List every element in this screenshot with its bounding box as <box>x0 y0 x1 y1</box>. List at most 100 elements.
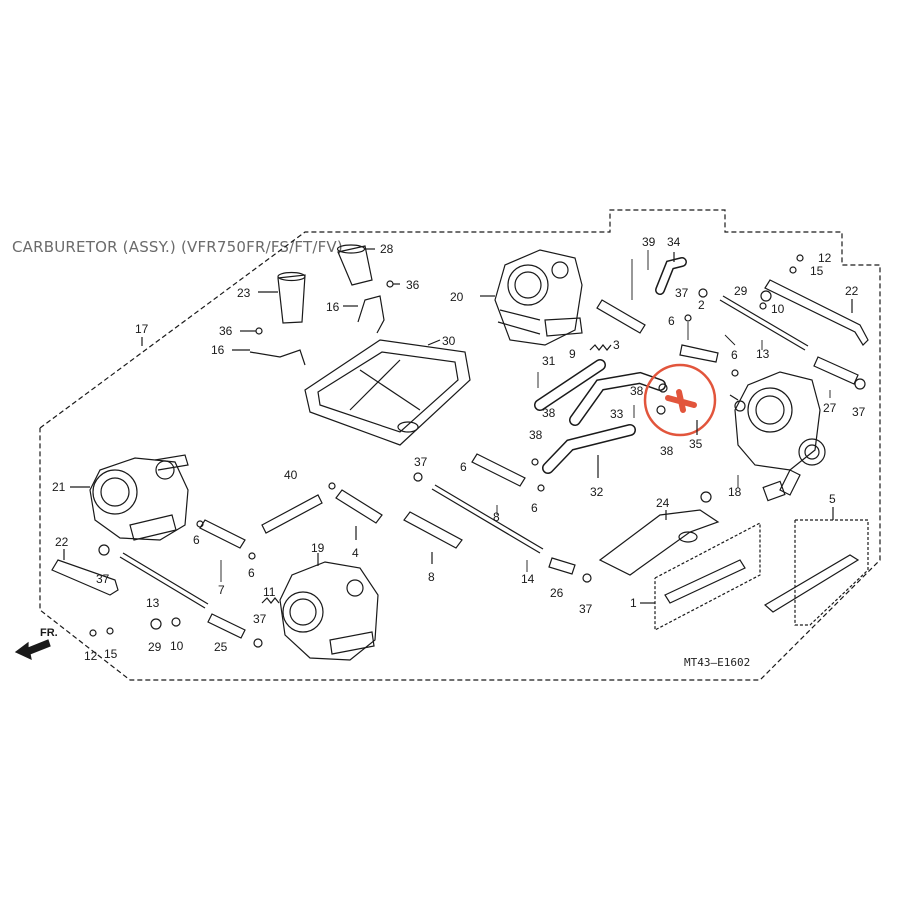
carburetor-21 <box>70 454 189 541</box>
callout-37-right: 37 <box>852 405 866 419</box>
callout-5: 5 <box>829 492 836 506</box>
rod-14 <box>431 484 544 554</box>
hose-31 <box>534 359 606 411</box>
callout-37-center: 37 <box>414 455 428 469</box>
link-1-box <box>640 522 761 631</box>
callout-14: 14 <box>521 572 535 586</box>
callout-32: 32 <box>590 485 604 499</box>
t-joint-35-highlight <box>643 363 717 437</box>
callout-16-lower: 16 <box>211 343 225 357</box>
callout-38-c: 38 <box>660 444 674 458</box>
callout-13-lower: 13 <box>146 596 160 610</box>
callout-8-upper: 8 <box>493 510 500 524</box>
front-label: FR. <box>40 627 58 639</box>
hose-34 <box>655 252 687 295</box>
callout-37-left: 37 <box>96 572 110 586</box>
diagram-title: CARBURETOR (ASSY.) (VFR750FR/FS/FT/FV) <box>12 238 343 256</box>
callout-30: 30 <box>442 334 456 348</box>
callout-36-upper: 36 <box>406 278 420 292</box>
callout-12-lower: 12 <box>84 649 98 663</box>
callout-17: 17 <box>135 322 149 336</box>
assembly-boundary <box>39 209 881 681</box>
carburetor-19 <box>279 553 379 661</box>
callout-12-upper: 12 <box>818 251 832 265</box>
callout-24: 24 <box>656 496 670 510</box>
funnel-28 <box>336 244 375 286</box>
pipe-4 <box>335 489 383 540</box>
pipe-26 <box>548 557 576 575</box>
callout-1: 1 <box>630 596 637 610</box>
callout-33: 33 <box>610 407 624 421</box>
callout-40: 40 <box>284 468 298 482</box>
rod-13-lower <box>119 552 209 609</box>
callout-6-d: 6 <box>531 501 538 515</box>
pipe-25 <box>207 613 246 639</box>
callout-20: 20 <box>450 290 464 304</box>
callout-9: 9 <box>569 347 576 361</box>
throttle-cam-24 <box>598 491 720 576</box>
callout-38-b: 38 <box>542 406 556 420</box>
callout-8-lower: 8 <box>428 570 435 584</box>
front-arrow-icon <box>14 639 51 661</box>
callout-10-lower: 10 <box>170 639 184 653</box>
callout-31: 31 <box>542 354 556 368</box>
callout-39: 39 <box>642 235 656 249</box>
callout-38-a: 38 <box>630 384 644 398</box>
callout-25: 25 <box>214 640 228 654</box>
callout-22-lower: 22 <box>55 535 69 549</box>
callout-36-lower: 36 <box>219 324 233 338</box>
callout-28: 28 <box>380 242 394 256</box>
pipe-2 <box>679 344 719 363</box>
callout-37-bottom: 37 <box>253 612 267 626</box>
callout-15-upper: 15 <box>810 264 824 278</box>
callout-38-d: 38 <box>529 428 543 442</box>
callout-18: 18 <box>728 485 742 499</box>
callout-13-upper: 13 <box>756 347 770 361</box>
rod-13-upper <box>719 295 809 351</box>
callout-2: 2 <box>698 298 705 312</box>
link-22-upper <box>764 279 869 346</box>
callout-6-e: 6 <box>193 533 200 547</box>
small-hardware <box>89 254 866 648</box>
callout-37-upper: 37 <box>675 286 689 300</box>
bracket-16-upper <box>343 295 385 334</box>
screw-36-lower <box>240 327 263 335</box>
spring-9 <box>589 344 612 351</box>
callout-15-lower: 15 <box>104 647 118 661</box>
pipe-8-lower <box>403 511 463 564</box>
screw-36-upper <box>386 280 400 288</box>
callout-6-a: 6 <box>668 314 675 328</box>
callout-22-upper: 22 <box>845 284 859 298</box>
bracket-16-lower <box>232 349 306 366</box>
hose-32 <box>542 424 636 478</box>
callout-7: 7 <box>218 583 225 597</box>
callout-26: 26 <box>550 586 564 600</box>
leader-lines <box>220 250 831 582</box>
callout-19: 19 <box>311 541 325 555</box>
callout-11: 11 <box>263 585 276 599</box>
callout-4: 4 <box>352 546 359 560</box>
callout-35: 35 <box>689 437 703 451</box>
carburetor-20 <box>480 249 583 346</box>
callout-6-b: 6 <box>731 348 738 362</box>
pipe-27 <box>813 356 859 385</box>
spring-11 <box>261 597 280 604</box>
callout-3: 3 <box>613 338 620 352</box>
pipe-8-upper <box>471 453 526 487</box>
link-22-lower <box>51 549 119 596</box>
diagram-code: MT43–E1602 <box>684 656 751 669</box>
callout-16-upper: 16 <box>326 300 340 314</box>
callout-6-c: 6 <box>460 460 467 474</box>
funnel-23 <box>258 271 306 324</box>
pipe-3 <box>596 299 646 334</box>
link-5-box <box>763 507 869 626</box>
callout-29-lower: 29 <box>148 640 162 654</box>
carburetor-18 <box>729 371 826 502</box>
callout-34: 34 <box>667 235 681 249</box>
pipe-7 <box>199 519 246 549</box>
callout-23: 23 <box>237 286 251 300</box>
callout-29-upper: 29 <box>734 284 748 298</box>
